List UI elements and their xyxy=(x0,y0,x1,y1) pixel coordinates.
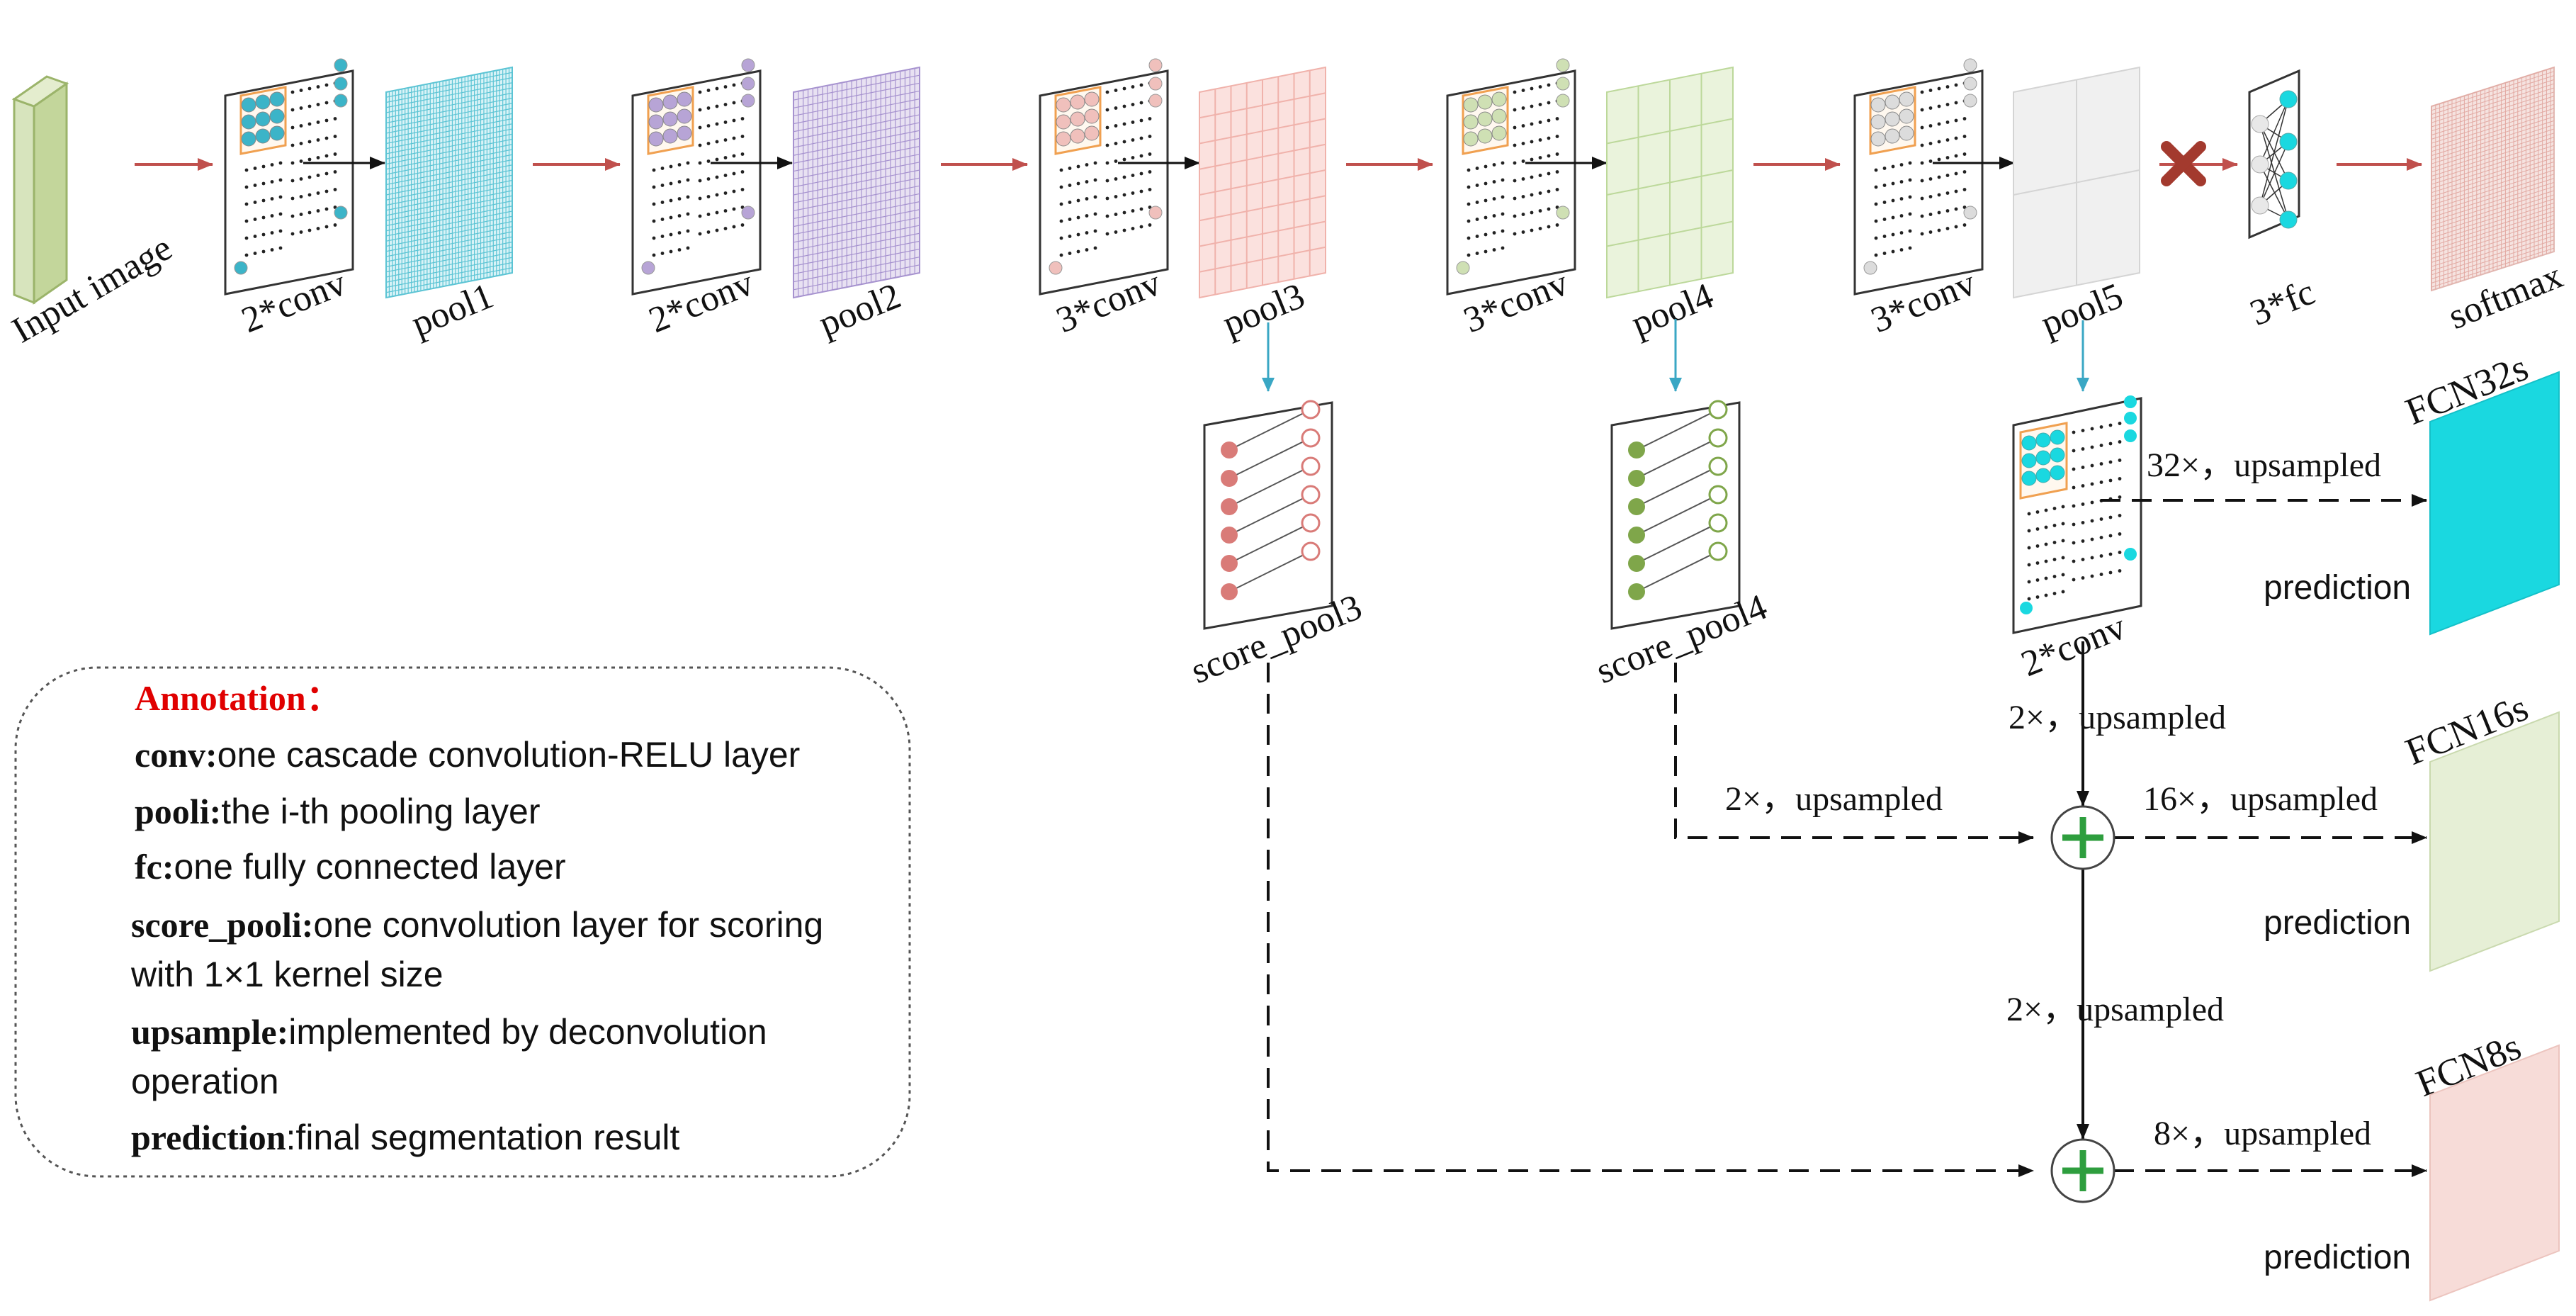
annotation-box: Annotation： conv:one cascade convolution… xyxy=(14,666,911,1178)
fc-label: 3*fc xyxy=(2244,272,2320,334)
conv-block-4 xyxy=(1446,58,1608,296)
upsample-32x-label: 32×，upsampled xyxy=(2147,446,2381,484)
annotation-item-fc: fc:one fully connected layer xyxy=(135,847,566,887)
annotation-item-conv: conv:one cascade convolution-RELU layer xyxy=(135,735,800,775)
pool1-grid xyxy=(385,66,513,299)
prediction-outputs xyxy=(2429,371,2560,1302)
upsample-flow xyxy=(1267,494,2427,1177)
output-fcn8s-panel xyxy=(2429,1044,2560,1302)
pool3-grid xyxy=(1199,66,1326,299)
plus-node-1 xyxy=(2050,805,2115,870)
annotation-item-pooli: pooli:the i-th pooling layer xyxy=(135,792,541,831)
conv-block-5 xyxy=(1853,58,2015,296)
score-blocks xyxy=(1203,395,2142,634)
input-image xyxy=(11,75,69,305)
upsample-8x-label: 8×，upsampled xyxy=(2154,1115,2371,1152)
cross-icon xyxy=(2161,141,2206,186)
pool2-grid xyxy=(793,66,920,299)
annotation-title: Annotation： xyxy=(135,678,341,718)
fc-block xyxy=(2248,69,2300,240)
conv-blocks xyxy=(224,58,2015,296)
pool-grids xyxy=(385,66,2140,299)
output-fcn16s-panel xyxy=(2429,711,2560,972)
annotation-item-score-pooli: score_pooli:one convolution layer for sc… xyxy=(131,905,823,945)
fcn16s-prediction-label: prediction xyxy=(2264,904,2411,942)
upsample-2x-label-c: 2×，upsampled xyxy=(2006,991,2224,1028)
plus-node-2 xyxy=(2050,1138,2115,1203)
annotation-item-prediction: prediction:final segmentation result xyxy=(131,1118,679,1157)
softmax-output xyxy=(2431,66,2555,292)
upsample-2x-label-a: 2×，upsampled xyxy=(2009,699,2226,736)
annotation-item-upsample: upsample:implemented by deconvolution xyxy=(131,1012,767,1052)
pool-tap-arrows xyxy=(1262,319,2089,392)
annotation-item-score-pooli-cont: with 1×1 kernel size xyxy=(130,955,444,994)
pool5-grid xyxy=(2013,66,2140,299)
fcn8s-prediction-label: prediction xyxy=(2264,1239,2411,1276)
fcn32s-prediction-label: prediction xyxy=(2264,569,2411,607)
score-pool4-block xyxy=(1610,400,1741,630)
upsample-16x-label: 16×，upsampled xyxy=(2143,780,2378,818)
upsample-2x-label-b: 2×，upsampled xyxy=(1725,780,1943,818)
score-pool3-block xyxy=(1203,400,1333,630)
pool5-conv-block xyxy=(2012,395,2142,634)
conv-block-1 xyxy=(224,58,385,296)
conv-block-2 xyxy=(631,58,793,296)
pool4-grid xyxy=(1606,66,1734,299)
output-fcn32s-panel xyxy=(2429,371,2560,636)
conv-block-3 xyxy=(1039,58,1200,296)
annotation-item-upsample-cont: operation xyxy=(131,1062,279,1101)
